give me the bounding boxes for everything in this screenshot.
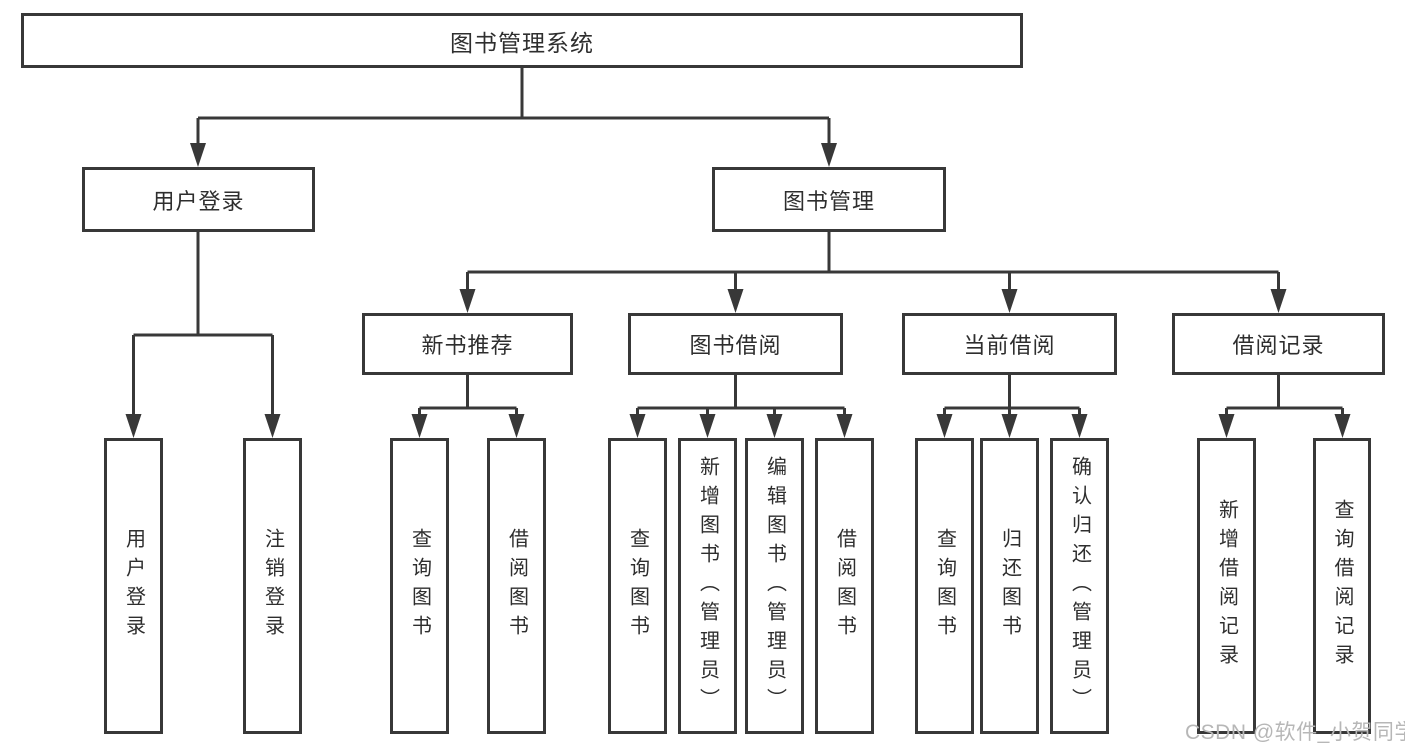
node-label: 查询借阅记录 [1331,499,1353,673]
node-label: 新增借阅记录 [1215,499,1238,673]
node-book-management: 图书管理 [712,167,946,232]
leaf-query-books-recommend: 查询图书 [390,438,449,734]
node-label: 查询图书 [933,528,956,644]
node-label: 用户登录 [122,528,145,644]
node-library-management-system: 图书管理系统 [21,13,1023,68]
node-borrowing-records: 借阅记录 [1172,313,1385,375]
node-label: 新书推荐 [421,333,514,358]
node-label: 确认归还（管理员） [1068,455,1091,717]
leaf-query-books-current: 查询图书 [915,438,974,734]
leaf-add-books-admin: 新增图书（管理员） [678,438,737,734]
csdn-watermark: CSDN @软件_小贺同学 [1185,721,1405,744]
node-label: 图书管理系统 [450,29,594,56]
node-label: 借阅记录 [1232,333,1325,358]
node-label: 图书借阅 [689,333,782,358]
leaf-logout: 注销登录 [243,438,302,734]
node-label: 编辑图书（管理员） [763,455,786,717]
leaf-return-books: 归还图书 [980,438,1039,734]
node-label: 注销登录 [261,528,284,644]
node-new-book-recommendation: 新书推荐 [362,313,573,375]
node-label: 借阅图书 [833,528,856,644]
node-label: 归还图书 [998,528,1021,644]
node-user-login: 用户登录 [82,167,315,232]
leaf-query-books-borrow: 查询图书 [608,438,667,734]
node-current-borrowing: 当前借阅 [902,313,1117,375]
leaf-borrow-books-borrow: 借阅图书 [815,438,874,734]
node-label: 查询图书 [626,528,649,644]
leaf-user-login: 用户登录 [104,438,163,734]
leaf-edit-books-admin: 编辑图书（管理员） [745,438,804,734]
node-label: 用户登录 [152,188,245,214]
leaf-add-borrow-record: 新增借阅记录 [1197,438,1256,734]
leaf-confirm-return-admin: 确认归还（管理员） [1050,438,1109,734]
node-label: 新增图书（管理员） [696,455,719,717]
node-book-borrowing: 图书借阅 [628,313,843,375]
node-label: 当前借阅 [963,333,1056,358]
node-label: 图书管理 [782,188,875,214]
node-label: 查询图书 [408,528,431,644]
leaf-borrow-books-recommend: 借阅图书 [487,438,546,734]
node-label: 借阅图书 [505,528,528,644]
leaf-query-borrow-record: 查询借阅记录 [1313,438,1371,734]
